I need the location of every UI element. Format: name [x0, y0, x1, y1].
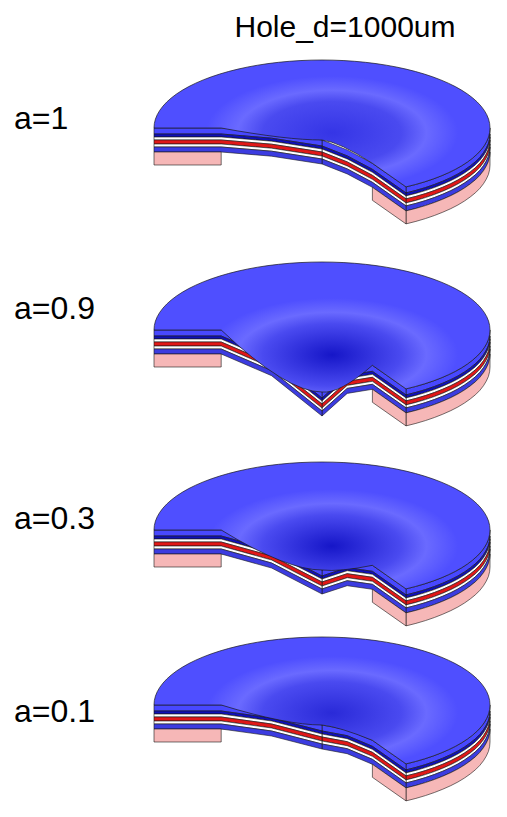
membrane-top-surface	[154, 60, 490, 187]
membrane-disk	[154, 262, 490, 426]
membrane-disk	[154, 637, 490, 801]
parameter-label: a=1	[14, 100, 68, 137]
figure-title-slot: Hole_d=1000um	[234, 10, 455, 44]
parameter-label: a=0.1	[14, 693, 95, 730]
membrane-top-surface	[154, 462, 490, 589]
membrane-disk	[154, 60, 490, 224]
parameter-label: a=0.9	[14, 290, 95, 327]
membrane-disk	[154, 462, 490, 626]
substrate-layer	[372, 589, 406, 626]
parameter-label: a=0.3	[14, 500, 95, 537]
substrate-layer	[154, 729, 221, 742]
parameter-label-slot: a=0.1	[14, 693, 95, 730]
substrate-layer	[372, 389, 406, 426]
membrane-top-surface	[154, 262, 490, 392]
membrane-layer	[154, 147, 322, 164]
substrate-layer	[154, 152, 221, 165]
substrate-layer	[154, 354, 221, 367]
membrane-layer	[154, 724, 322, 749]
figure-title: Hole_d=1000um	[234, 10, 455, 44]
substrate-layer	[372, 187, 406, 224]
substrate-layer	[372, 764, 406, 801]
parameter-label-slot: a=0.3	[14, 500, 95, 537]
substrate-layer	[154, 554, 221, 567]
parameter-label-slot: a=1	[14, 100, 68, 137]
membrane-top-surface	[154, 637, 490, 764]
parameter-label-slot: a=0.9	[14, 290, 95, 327]
